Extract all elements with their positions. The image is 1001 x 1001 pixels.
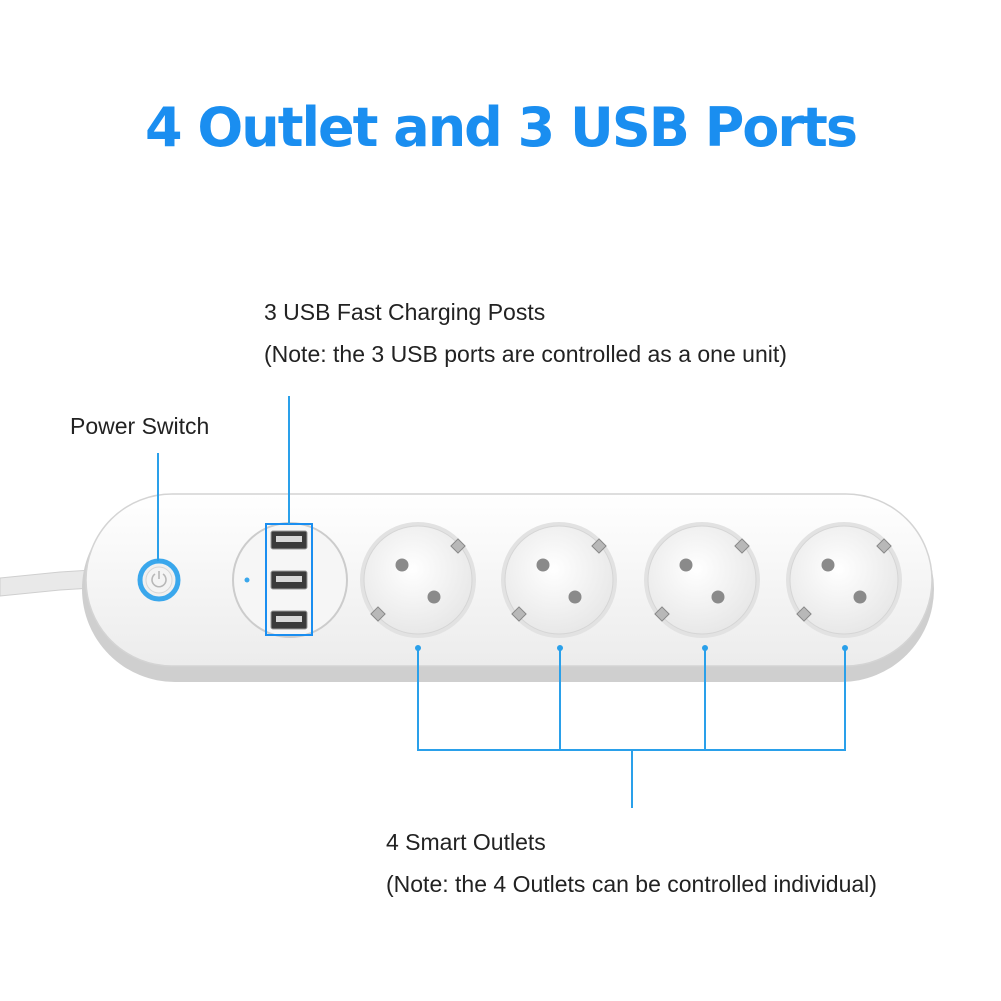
power-callout-heading: Power Switch [70, 413, 210, 439]
outlet-4[interactable] [786, 522, 902, 638]
power-cord [0, 569, 93, 597]
outlet-1-pin-hole-a [395, 558, 409, 572]
outlet-3-pin-hole-a [679, 558, 693, 572]
usb-module [232, 522, 348, 638]
outlet-4-pin-hole-a [821, 558, 835, 572]
outlet-2[interactable] [501, 522, 617, 638]
power-icon [151, 573, 167, 588]
outlet-4-pin-hole-b [853, 590, 867, 604]
callout-dots [415, 645, 848, 651]
power-switch-button [145, 566, 173, 594]
outlet-3[interactable] [644, 522, 760, 638]
usb-callout-note: (Note: the 3 USB ports are controlled as… [264, 341, 787, 367]
power-switch[interactable] [137, 558, 181, 602]
usb-indicator-led [244, 577, 250, 583]
outlet-1[interactable] [360, 522, 476, 638]
usb-callout-heading: 3 USB Fast Charging Posts [264, 299, 546, 325]
outlet-1-pin-hole-b [427, 590, 441, 604]
outlets-callout-note: (Note: the 4 Outlets can be controlled i… [386, 871, 877, 897]
outlets-callout-heading: 4 Smart Outlets [386, 829, 546, 855]
outlet-3-pin-hole-b [711, 590, 725, 604]
outlet-2-pin-hole-a [536, 558, 550, 572]
page-title: 4 Outlet and 3 USB Ports [145, 96, 858, 159]
callout-lines [157, 396, 846, 808]
outlet-2-pin-hole-b [568, 590, 582, 604]
